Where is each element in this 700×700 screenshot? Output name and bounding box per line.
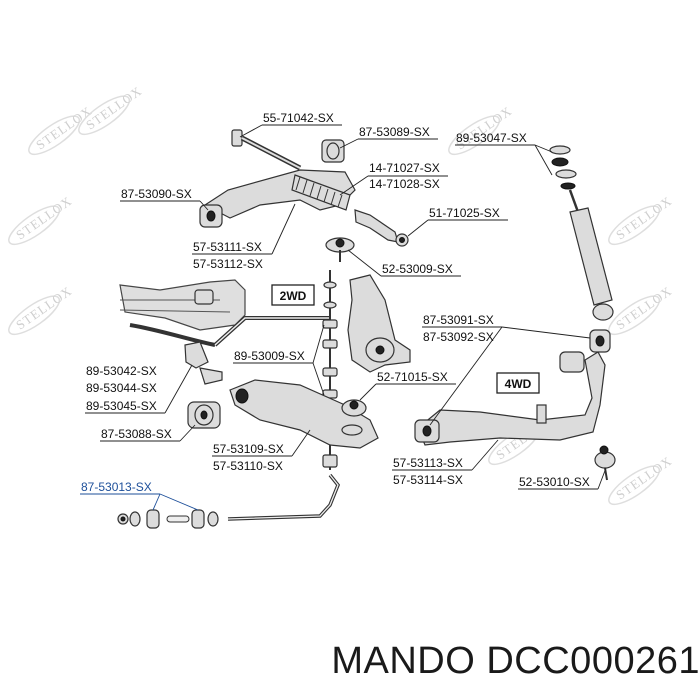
label-87-53091[interactable]: 87-53091-SX xyxy=(423,313,494,327)
bushing-clamp-part xyxy=(184,341,223,385)
watermark-logo: STELLOX xyxy=(28,103,95,156)
upper-ball-joint-part xyxy=(354,209,409,247)
label-57-53112[interactable]: 57-53112-SX xyxy=(193,257,263,271)
upper-rod-part xyxy=(231,129,302,171)
ball-joint-52-53009-part xyxy=(325,237,355,262)
label-89-53044[interactable]: 89-53044-SX xyxy=(86,381,157,395)
frame-stabilizer-part xyxy=(119,279,330,347)
label-89-53045[interactable]: 89-53045-SX xyxy=(86,399,157,413)
label-2wd: 2WD xyxy=(280,289,307,303)
label-57-53113[interactable]: 57-53113-SX xyxy=(393,456,463,470)
watermark-logo: STELLOX xyxy=(608,283,675,336)
label-89-53009[interactable]: 89-53009-SX xyxy=(234,349,305,363)
steering-knuckle-part xyxy=(347,274,411,373)
svg-text:STELLOX: STELLOX xyxy=(613,453,675,502)
label-4wd-box: 4WD xyxy=(496,372,540,394)
svg-text:STELLOX: STELLOX xyxy=(83,83,145,132)
svg-text:STELLOX: STELLOX xyxy=(613,283,675,332)
svg-text:STELLOX: STELLOX xyxy=(33,103,95,152)
label-87-53088[interactable]: 87-53088-SX xyxy=(101,427,172,441)
caption: MANDO DCC000261 xyxy=(300,640,700,683)
lower-control-arm-2wd-part xyxy=(229,379,379,449)
watermark-logo: STELLOX xyxy=(8,283,75,336)
label-2wd-box: 2WD xyxy=(271,284,315,306)
label-55-71042[interactable]: 55-71042-SX xyxy=(263,111,334,125)
shock-absorber-part xyxy=(549,145,614,321)
label-52-53009[interactable]: 52-53009-SX xyxy=(382,262,453,276)
label-57-53114[interactable]: 57-53114-SX xyxy=(393,473,463,487)
label-4wd: 4WD xyxy=(505,377,532,391)
bushing-87-53088-part xyxy=(187,401,221,429)
part-labels: 55-71042-SX 87-53089-SX 89-53047-SX 14-7… xyxy=(81,111,590,494)
lower-control-arm-4wd-part xyxy=(414,329,611,446)
upper-control-arm-part xyxy=(199,169,356,228)
leader-lines xyxy=(80,124,607,511)
caption-brand: MANDO xyxy=(331,640,476,682)
label-57-53110[interactable]: 57-53110-SX xyxy=(213,459,283,473)
svg-text:STELLOX: STELLOX xyxy=(13,193,75,242)
ball-joint-boot-part xyxy=(291,174,351,211)
label-52-71015[interactable]: 52-71015-SX xyxy=(377,370,448,384)
ball-joint-52-53010-part xyxy=(594,445,616,481)
label-89-53042[interactable]: 89-53042-SX xyxy=(86,364,157,378)
label-14-71028[interactable]: 14-71028-SX xyxy=(369,177,440,191)
label-87-53090[interactable]: 87-53090-SX xyxy=(121,187,192,201)
label-87-53089[interactable]: 87-53089-SX xyxy=(359,125,430,139)
label-14-71027[interactable]: 14-71027-SX xyxy=(369,161,440,175)
label-52-53010[interactable]: 52-53010-SX xyxy=(519,475,590,489)
label-57-53109[interactable]: 57-53109-SX xyxy=(213,442,284,456)
watermark-logo: STELLOX xyxy=(608,193,675,246)
watermark-logo: STELLOX xyxy=(8,193,75,246)
label-89-53047[interactable]: 89-53047-SX xyxy=(456,131,527,145)
svg-text:STELLOX: STELLOX xyxy=(613,193,675,242)
bushing-87-53089-part xyxy=(321,139,345,163)
label-87-53092[interactable]: 87-53092-SX xyxy=(423,330,494,344)
label-87-53013[interactable]: 87-53013-SX xyxy=(81,480,152,494)
caption-part-number: DCC000261 xyxy=(486,640,700,682)
label-57-53111[interactable]: 57-53111-SX xyxy=(193,240,262,254)
label-51-71025[interactable]: 51-71025-SX xyxy=(429,206,500,220)
svg-text:STELLOX: STELLOX xyxy=(13,283,75,332)
